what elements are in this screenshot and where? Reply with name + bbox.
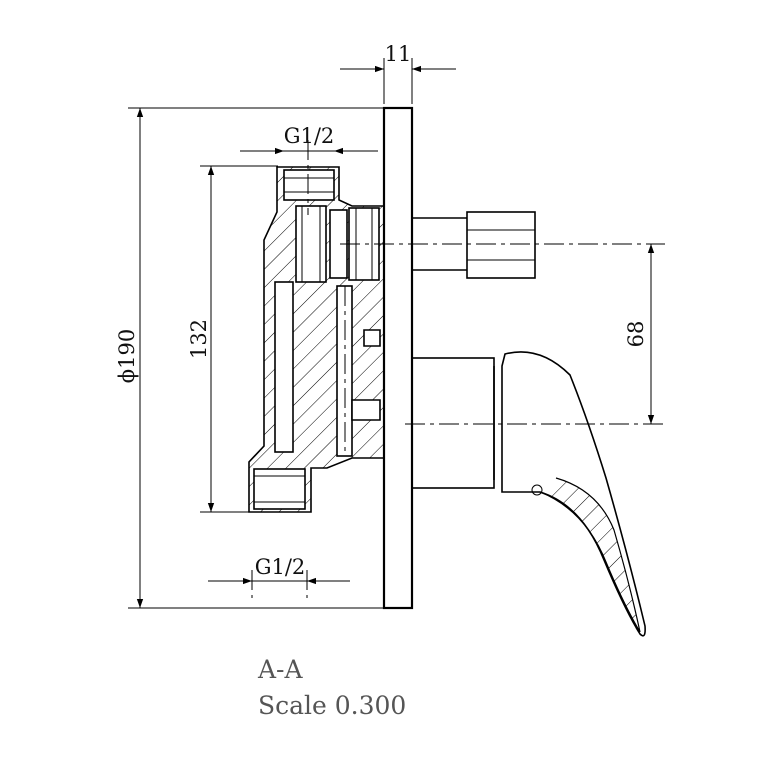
cover-plate <box>382 106 414 610</box>
outlet-connector <box>412 211 536 279</box>
outlet-offset-label: 68 <box>624 321 648 348</box>
scale-label: Scale 0.300 <box>258 691 406 720</box>
body-height-label: 132 <box>187 319 211 359</box>
centerlines <box>251 140 665 598</box>
valve-body <box>248 166 385 513</box>
plate-thickness-label: 11 <box>385 42 412 66</box>
section-label: A-A <box>257 655 304 684</box>
plate-diameter-label: ϕ190 <box>115 329 139 383</box>
dimension-plate-thickness: 11 <box>340 42 456 104</box>
dimension-body-height: 132 <box>187 165 278 513</box>
dimension-outlet-offset: 68 <box>624 244 655 424</box>
top-thread-label: G1/2 <box>284 124 335 148</box>
bottom-thread-label: G1/2 <box>255 555 306 579</box>
dimension-plate-diameter: ϕ190 <box>115 107 384 609</box>
dimension-bottom-thread: G1/2 <box>208 555 350 585</box>
drawing-caption: A-A Scale 0.300 <box>257 655 406 720</box>
lever-handle <box>411 351 646 637</box>
dimension-top-thread: G1/2 <box>240 124 378 155</box>
